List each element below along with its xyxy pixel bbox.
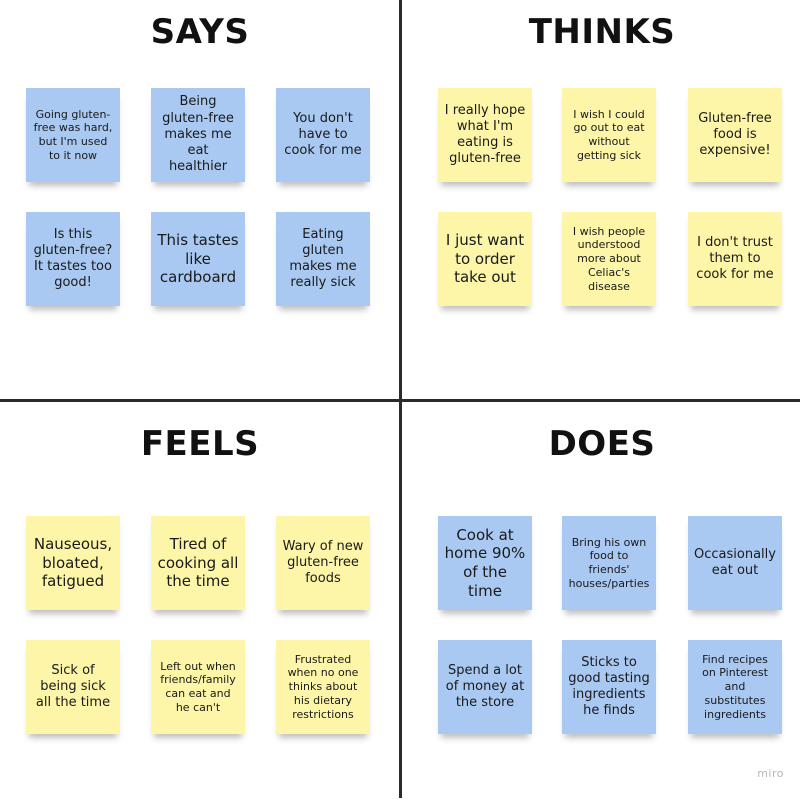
thinks-quadrant: THINKS I really hope what I'm eating is … — [402, 0, 800, 399]
sticky-note[interactable]: Frustrated when no one thinks about his … — [276, 640, 370, 734]
sticky-note[interactable]: Occasionally eat out — [688, 516, 782, 610]
sticky-note[interactable]: Left out when friends/family can eat and… — [151, 640, 245, 734]
miro-watermark: miro — [757, 767, 784, 780]
sticky-note[interactable]: Nauseous, bloated, fatigued — [26, 516, 120, 610]
sticky-note[interactable]: Going gluten-free was hard, but I'm used… — [26, 88, 120, 182]
feels-quadrant: FEELS Nauseous, bloated, fatigued Tired … — [0, 402, 400, 801]
sticky-note[interactable]: Wary of new gluten-free foods — [276, 516, 370, 610]
feels-title: FEELS — [140, 424, 260, 464]
sticky-note[interactable]: I don't trust them to cook for me — [688, 212, 782, 306]
sticky-note[interactable]: I really hope what I'm eating is gluten-… — [438, 88, 532, 182]
sticky-note[interactable]: This tastes like cardboard — [151, 212, 245, 306]
sticky-note[interactable]: Sticks to good tasting ingredients he fi… — [562, 640, 656, 734]
sticky-note[interactable]: Find recipes on Pinterest and substitute… — [688, 640, 782, 734]
sticky-note[interactable]: Bring his own food to friends' houses/pa… — [562, 516, 656, 610]
does-title: DOES — [548, 424, 656, 464]
sticky-note[interactable]: I wish people understood more about Celi… — [562, 212, 656, 306]
sticky-note[interactable]: Being gluten-free makes me eat healthier — [151, 88, 245, 182]
sticky-note[interactable]: Sick of being sick all the time — [26, 640, 120, 734]
horizontal-divider — [0, 399, 800, 402]
says-title: SAYS — [150, 12, 250, 52]
sticky-note[interactable]: You don't have to cook for me — [276, 88, 370, 182]
sticky-note[interactable]: Eating gluten makes me really sick — [276, 212, 370, 306]
thinks-title: THINKS — [528, 12, 676, 52]
sticky-note[interactable]: I wish I could go out to eat without get… — [562, 88, 656, 182]
sticky-note[interactable]: Is this gluten-free? It tastes too good! — [26, 212, 120, 306]
says-quadrant: SAYS Going gluten-free was hard, but I'm… — [0, 0, 400, 399]
sticky-note[interactable]: Gluten-free food is expensive! — [688, 88, 782, 182]
sticky-note[interactable]: I just want to order take out — [438, 212, 532, 306]
sticky-note[interactable]: Spend a lot of money at the store — [438, 640, 532, 734]
does-quadrant: DOES Cook at home 90% of the time Bring … — [402, 402, 800, 801]
sticky-note[interactable]: Cook at home 90% of the time — [438, 516, 532, 610]
sticky-note[interactable]: Tired of cooking all the time — [151, 516, 245, 610]
